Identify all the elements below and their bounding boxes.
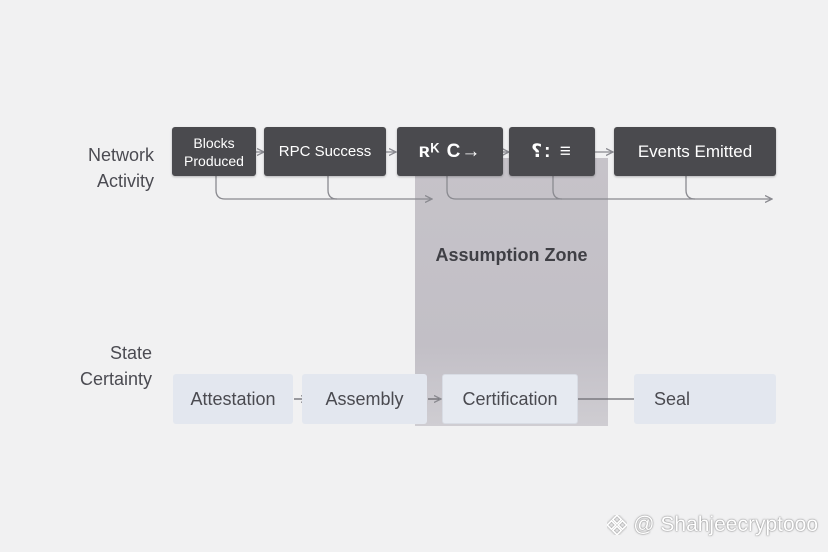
network-activity-label-line-2: Activity bbox=[96, 171, 154, 191]
feedback-path-left bbox=[215, 176, 432, 199]
node-attestation: Attestation bbox=[173, 374, 293, 424]
watermark: @ Shahjeecryptooo bbox=[607, 513, 818, 537]
node-seal-label: Seal bbox=[654, 388, 691, 409]
node-attestation-label: Attestation bbox=[190, 388, 276, 409]
node-garbled-2: ⸮: ≡ bbox=[509, 127, 595, 176]
node-garbled-1: ʀᴷ C→ bbox=[397, 127, 503, 176]
state-certainty-label-line-1: State bbox=[109, 343, 152, 363]
node-garbled-1-label: ʀᴷ C→ bbox=[418, 140, 482, 162]
assumption-zone-label: Assumption Zone bbox=[435, 245, 588, 265]
feedback-branch-node4 bbox=[552, 176, 563, 200]
node-garbled-2-label: ⸮: ≡ bbox=[531, 141, 573, 162]
watermark-text: @ Shahjeecryptooo bbox=[633, 513, 818, 536]
network-activity-label: Network Activity bbox=[70, 142, 154, 194]
state-certainty-label-line-2: Certainty bbox=[79, 369, 152, 389]
feedback-path-right bbox=[446, 176, 772, 199]
node-assembly-label: Assembly bbox=[325, 388, 404, 409]
node-assembly: Assembly bbox=[302, 374, 427, 424]
state-certainty-label: State Certainty bbox=[60, 340, 152, 392]
binance-logo-icon bbox=[607, 515, 628, 535]
node-seal: Seal bbox=[634, 374, 776, 424]
node-events-emitted-label: Events Emitted bbox=[637, 141, 753, 161]
node-certification-label: Certification bbox=[462, 388, 558, 409]
node-rpc-success-label: RPC Success bbox=[278, 143, 372, 160]
feedback-branch-events bbox=[685, 176, 696, 200]
node-blocks-produced-line-2: Produced bbox=[184, 152, 244, 169]
node-events-emitted: Events Emitted bbox=[614, 127, 776, 176]
node-rpc-success: RPC Success bbox=[264, 127, 386, 176]
network-activity-label-line-1: Network bbox=[87, 145, 154, 165]
node-blocks-produced: Blocks Produced bbox=[172, 127, 256, 176]
node-blocks-produced-line-1: Blocks bbox=[193, 134, 235, 151]
node-certification: Certification bbox=[442, 374, 578, 424]
feedback-branch-rpc bbox=[327, 176, 338, 200]
